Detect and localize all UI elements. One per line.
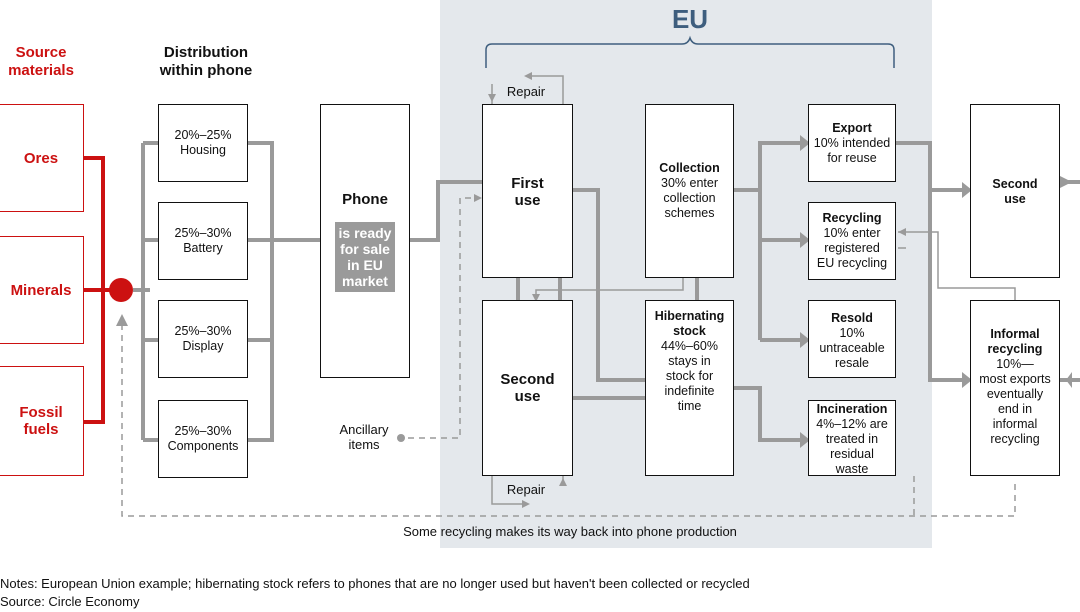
source-minerals: Minerals bbox=[0, 236, 84, 344]
component-display: 25%–30% Display bbox=[158, 300, 248, 378]
component-battery: 25%–30% Battery bbox=[158, 202, 248, 280]
second-use-eu-label: Second use bbox=[500, 371, 555, 405]
hibernating-text: 44%–60% stays in stock for indefinite ti… bbox=[661, 339, 718, 413]
export-text: 10% intended for reuse bbox=[813, 136, 891, 165]
component-display-share: 25%–30% bbox=[174, 324, 232, 338]
incineration-title: Incineration bbox=[816, 402, 888, 416]
source-fossil-fuels: Fossil fuels bbox=[0, 366, 84, 476]
resold-box: Resold 10% untraceable resale bbox=[808, 300, 896, 378]
component-components: 25%–30% Components bbox=[158, 400, 248, 478]
component-housing-name: Housing bbox=[180, 143, 226, 157]
collection-box: Collection 30% enter collection schemes bbox=[645, 104, 734, 278]
source-text: Source: Circle Economy bbox=[0, 594, 140, 609]
repair-bottom-label: Repair bbox=[506, 482, 546, 497]
phone-title: Phone bbox=[342, 190, 388, 208]
recycling-title: Recycling bbox=[822, 211, 882, 225]
second-use-outside-box: Second use bbox=[970, 104, 1060, 278]
informal-title: Informal recycling bbox=[987, 327, 1043, 356]
component-components-name: Components bbox=[167, 439, 239, 453]
phone-ready-banner: is ready for sale in EU market bbox=[334, 221, 396, 292]
component-battery-name: Battery bbox=[183, 241, 223, 255]
collection-text: 30% enter collection schemes bbox=[661, 176, 718, 220]
phone-box: Phone is ready for sale in EU market bbox=[320, 104, 410, 378]
export-title: Export bbox=[832, 121, 872, 135]
source-ores-label: Ores bbox=[23, 149, 59, 167]
resold-title: Resold bbox=[831, 311, 873, 325]
eu-title: EU bbox=[671, 4, 709, 34]
header-distribution: Distribution within phone bbox=[159, 44, 253, 79]
component-components-share: 25%–30% bbox=[174, 424, 232, 438]
export-box: Export 10% intended for reuse bbox=[808, 104, 896, 182]
hibernating-stock-box: Hibernating stock 44%–60% stays in stock… bbox=[645, 300, 734, 476]
component-housing-share: 20%–25% bbox=[174, 128, 232, 142]
informal-text: 10%— most exports eventually end in info… bbox=[979, 357, 1051, 446]
component-battery-share: 25%–30% bbox=[174, 226, 232, 240]
second-use-eu-box: Second use bbox=[482, 300, 573, 476]
component-housing: 20%–25% Housing bbox=[158, 104, 248, 182]
source-fossil-fuels-label: Fossil fuels bbox=[19, 404, 63, 438]
header-source-materials: Source materials bbox=[8, 44, 74, 79]
resold-text: 10% untraceable resale bbox=[819, 326, 885, 370]
component-display-name: Display bbox=[182, 339, 224, 353]
ancillary-items-label: Ancillary items bbox=[339, 422, 389, 452]
repair-top-label: Repair bbox=[506, 84, 546, 99]
recycling-loop-caption: Some recycling makes its way back into p… bbox=[403, 524, 737, 539]
first-use-box: First use bbox=[482, 104, 573, 278]
second-use-outside-label: Second use bbox=[992, 177, 1038, 206]
first-use-label: First use bbox=[511, 175, 544, 209]
incineration-text: 4%–12% are treated in residual waste bbox=[816, 417, 888, 476]
collection-title: Collection bbox=[659, 161, 720, 175]
recycling-text: 10% enter registered EU recycling bbox=[816, 226, 888, 270]
notes-text: Notes: European Union example; hibernati… bbox=[0, 576, 750, 591]
hibernating-title: Hibernating stock bbox=[654, 309, 725, 338]
incineration-box: Incineration 4%–12% are treated in resid… bbox=[808, 400, 896, 476]
recycling-box: Recycling 10% enter registered EU recycl… bbox=[808, 202, 896, 280]
source-ores: Ores bbox=[0, 104, 84, 212]
source-minerals-label: Minerals bbox=[10, 281, 72, 299]
informal-recycling-box: Informal recycling 10%— most exports eve… bbox=[970, 300, 1060, 476]
